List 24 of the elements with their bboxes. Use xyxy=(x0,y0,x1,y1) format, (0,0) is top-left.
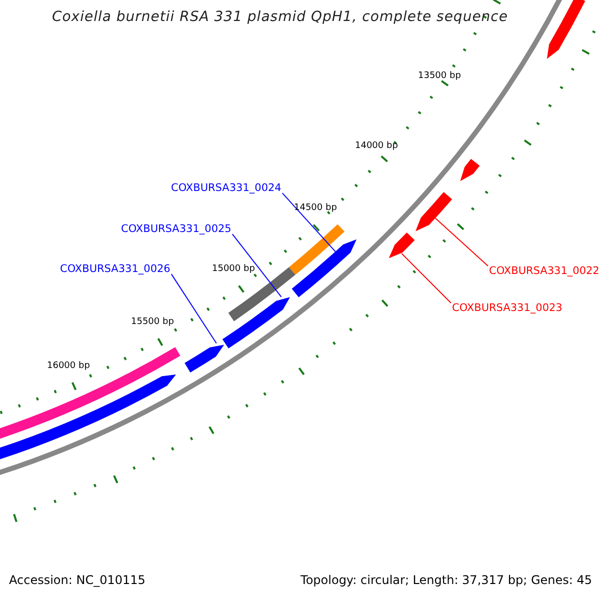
gene-label: COXBURSA331_0026 xyxy=(60,263,170,276)
gene-label: COXBURSA331_0024 xyxy=(171,182,282,194)
gene-label: COXBURSA331_0022 xyxy=(489,265,600,278)
leader-line xyxy=(232,234,282,298)
leader-line xyxy=(170,274,217,344)
gene-label: COXBURSA331_0025 xyxy=(121,223,232,236)
scale-label: 16000 bp xyxy=(47,361,90,372)
summary-text: Topology: circular; Length: 37,317 bp; Genes: 45 xyxy=(300,574,592,588)
leader-line xyxy=(282,192,336,252)
scale-label: 14500 bp xyxy=(294,203,337,214)
gene-feature xyxy=(292,239,356,298)
scale-label: 15000 bp xyxy=(212,264,255,274)
accession-text: Accession: NC_010115 xyxy=(9,574,146,588)
scale-label: 15500 bp xyxy=(131,317,174,328)
gene-feature xyxy=(222,297,290,348)
leader-line xyxy=(401,252,452,304)
gene-feature xyxy=(388,232,415,258)
scale-label: 14000 bp xyxy=(355,141,398,152)
scale-label: 13500 bp xyxy=(418,71,461,82)
gene-feature xyxy=(184,344,224,372)
leader-line xyxy=(434,218,488,266)
gene-label: COXBURSA331_0023 xyxy=(452,302,562,314)
gene-feature xyxy=(416,192,452,232)
title: Coxiella burnetii RSA 331 plasmid QpH1, complete sequence xyxy=(52,9,508,26)
